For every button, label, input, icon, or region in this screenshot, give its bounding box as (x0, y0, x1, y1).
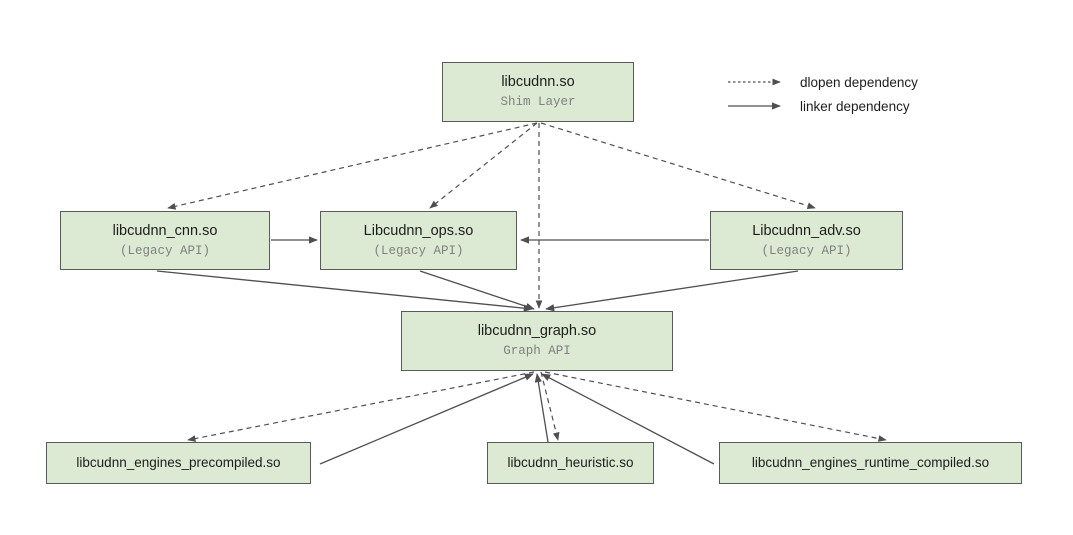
legend: dlopen dependency linker dependency (728, 70, 978, 118)
node-subtitle: (Legacy API) (119, 243, 210, 258)
node-title: libcudnn_graph.so (477, 323, 597, 340)
solid-arrow-icon (728, 102, 781, 110)
node-libcudnn-ops-so[interactable]: Libcudnn_ops.so (Legacy API) (320, 211, 517, 270)
node-libcudnn-engines-precompiled-so[interactable]: libcudnn_engines_precompiled.so (46, 442, 311, 484)
legend-label-dlopen: dlopen dependency (800, 74, 918, 90)
node-title: libcudnn_engines_runtime_compiled.so (751, 454, 990, 470)
edge-graph-to-heuristic (540, 371, 560, 441)
edge-graph-to-precompiled (187, 371, 535, 442)
edge-graph-to-runtime (544, 371, 887, 442)
edge-shim-to-adv (540, 122, 816, 209)
edge-ops-to-graph (419, 270, 535, 310)
node-title: libcudnn_engines_precompiled.so (76, 454, 281, 470)
legend-item-linker: linker dependency (728, 94, 978, 118)
node-title: libcudnn_heuristic.so (507, 454, 634, 470)
edge-cnn-to-graph (156, 270, 533, 312)
edge-heuristic-to-graph (534, 373, 549, 443)
node-title: Libcudnn_ops.so (363, 222, 474, 239)
node-libcudnn-adv-so[interactable]: Libcudnn_adv.so (Legacy API) (710, 211, 903, 270)
legend-item-dlopen: dlopen dependency (728, 70, 978, 94)
node-title: Libcudnn_adv.so (752, 222, 861, 239)
node-subtitle: (Legacy API) (373, 243, 464, 258)
node-title: libcudnn_cnn.so (112, 222, 218, 239)
edge-adv-to-graph (545, 270, 799, 312)
node-libcudnn-heuristic-so[interactable]: libcudnn_heuristic.so (487, 442, 654, 484)
dotted-arrow-icon (728, 78, 781, 86)
node-title: libcudnn.so (501, 74, 575, 91)
node-libcudnn-cnn-so[interactable]: libcudnn_cnn.so (Legacy API) (60, 211, 270, 270)
legend-label-linker: linker dependency (800, 98, 910, 114)
node-subtitle: Shim Layer (500, 95, 576, 110)
edge-shim-to-cnn (167, 122, 538, 210)
node-libcudnn-graph-so[interactable]: libcudnn_graph.so Graph API (401, 311, 673, 371)
node-libcudnn-engines-runtime-compiled-so[interactable]: libcudnn_engines_runtime_compiled.so (719, 442, 1022, 484)
edge-shim-to-ops (429, 122, 538, 209)
node-libcudnn-so[interactable]: libcudnn.so Shim Layer (442, 62, 634, 122)
node-subtitle: Graph API (503, 344, 571, 359)
node-subtitle: (Legacy API) (761, 243, 852, 258)
